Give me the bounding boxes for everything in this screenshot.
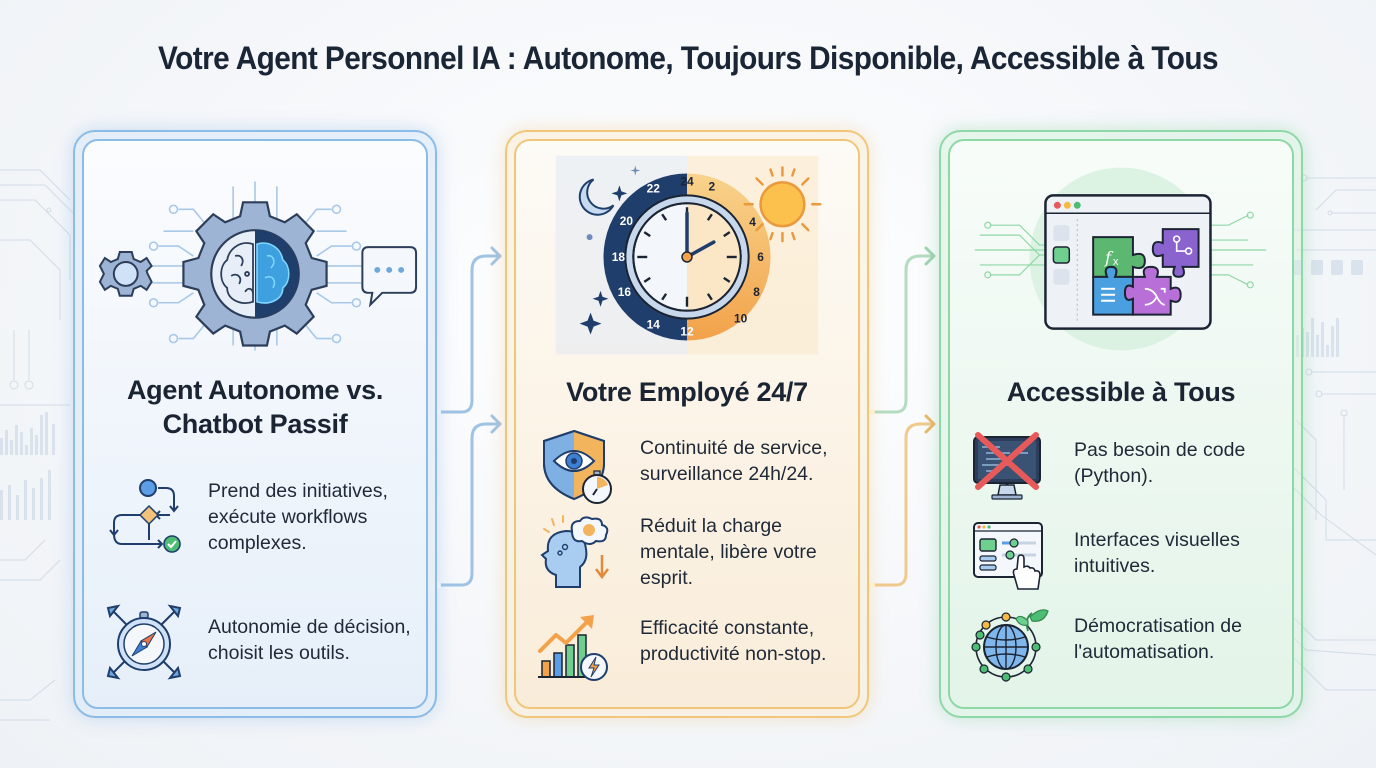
clock-label: 18 bbox=[612, 250, 626, 264]
gear-brain-icon bbox=[98, 181, 418, 351]
card-title-accessible: Accessible à Tous bbox=[950, 375, 1292, 409]
feature-text: Interfaces visuelles intuitives. bbox=[1074, 527, 1292, 579]
feature-text-line: exécute workflows bbox=[208, 506, 368, 528]
card-inner-autonomous-agent: Agent Autonome vs. Chatbot Passif Prend … bbox=[82, 139, 428, 709]
svg-text:x: x bbox=[1113, 256, 1119, 268]
clock-label: 16 bbox=[618, 285, 632, 299]
moon-icon bbox=[578, 178, 615, 216]
feature-initiatives: Prend des initiatives, exécute workflows… bbox=[104, 478, 424, 558]
puzzle-window-icon: f x bbox=[974, 167, 1267, 351]
card-title-line: Accessible à Tous bbox=[1006, 377, 1236, 407]
connector-arrows-blue-orange bbox=[435, 246, 502, 588]
clock-label: 2 bbox=[709, 179, 716, 193]
growth-chart-icon bbox=[538, 615, 608, 681]
feature-text: Continuité de service, surveillance 24h/… bbox=[640, 435, 858, 487]
clock-label: 8 bbox=[753, 285, 760, 299]
clock-label: 22 bbox=[647, 181, 661, 195]
feature-text-line: productivité non-stop. bbox=[640, 643, 827, 665]
visual-interface-icon bbox=[973, 522, 1043, 590]
clock-label: 10 bbox=[734, 312, 748, 326]
page-title: Votre Agent Personnel IA : Autonome, Tou… bbox=[158, 40, 1219, 76]
compass-arrows-icon bbox=[106, 604, 182, 680]
feature-text: Efficacité constante, productivité non-s… bbox=[640, 615, 858, 667]
clock-label: 20 bbox=[620, 214, 634, 228]
feature-text-line: Autonomie de décision, bbox=[208, 616, 411, 638]
card-inner-accessible: f x Accessible à Tous bbox=[948, 139, 1294, 709]
clock-label: 14 bbox=[647, 318, 661, 332]
card-inner-employee-247: 24 2 4 6 8 10 12 14 16 18 20 22 bbox=[514, 139, 860, 709]
feature-text-line: Démocratisation de bbox=[1074, 615, 1242, 637]
card-title-autonomous-agent: Agent Autonome vs. Chatbot Passif bbox=[84, 373, 426, 441]
svg-text:f: f bbox=[1104, 248, 1114, 267]
card-title-employee-247: Votre Employé 24/7 bbox=[516, 375, 858, 409]
feature-text-line: complexes. bbox=[208, 532, 307, 554]
feature-constant-efficiency: Efficacité constante, productivité non-s… bbox=[536, 607, 856, 687]
24h-clock-icon: 24 2 4 6 8 10 12 14 16 18 20 22 bbox=[555, 155, 822, 355]
feature-text-line: (Python). bbox=[1074, 465, 1154, 487]
feature-text: Démocratisation de l'automatisation. bbox=[1074, 613, 1292, 665]
card-title-line: Chatbot Passif bbox=[162, 409, 348, 439]
feature-text-line: Efficacité constante, bbox=[640, 617, 815, 639]
clock-label: 12 bbox=[680, 325, 694, 339]
feature-text-line: Prend des initiatives, bbox=[208, 480, 388, 502]
card-employee-247: 24 2 4 6 8 10 12 14 16 18 20 22 bbox=[505, 130, 869, 718]
feature-visual-interfaces: Interfaces visuelles intuitives. bbox=[970, 519, 1290, 599]
card-title-line: Agent Autonome vs. bbox=[126, 375, 384, 405]
feature-text-line: mentale, libère votre bbox=[640, 541, 817, 563]
shield-eye-stopwatch-icon bbox=[543, 429, 612, 504]
feature-decision-autonomy: Autonomie de décision, choisit les outil… bbox=[104, 602, 424, 682]
feature-text-line: Continuité de service, bbox=[640, 437, 828, 459]
card-autonomous-agent: Agent Autonome vs. Chatbot Passif Prend … bbox=[73, 130, 437, 718]
circuit-background-left bbox=[0, 169, 76, 721]
feature-text-line: choisit les outils. bbox=[208, 642, 350, 664]
head-thought-icon bbox=[540, 515, 609, 588]
feature-text: Autonomie de décision, choisit les outil… bbox=[208, 614, 426, 666]
feature-democratization: Démocratisation de l'automatisation. bbox=[970, 605, 1290, 685]
clock-label: 4 bbox=[749, 215, 756, 229]
feature-text-line: esprit. bbox=[640, 567, 694, 589]
feature-text: Prend des initiatives, exécute workflows… bbox=[208, 478, 426, 556]
feature-text-line: intuitives. bbox=[1074, 555, 1156, 577]
connector-arrows-orange-green bbox=[869, 246, 936, 588]
feature-text-line: Pas besoin de code bbox=[1074, 439, 1246, 461]
no-code-monitor-icon bbox=[973, 432, 1041, 500]
feature-mental-load: Réduit la charge mentale, libère votre e… bbox=[536, 513, 856, 593]
feature-text-line: l'automatisation. bbox=[1074, 641, 1215, 663]
globe-network-icon bbox=[971, 609, 1049, 682]
clock-label: 24 bbox=[680, 174, 694, 188]
feature-service-continuity: Continuité de service, surveillance 24h/… bbox=[536, 427, 856, 507]
workflow-icon bbox=[109, 479, 181, 553]
feature-text: Pas besoin de code (Python). bbox=[1074, 437, 1292, 489]
feature-no-code: Pas besoin de code (Python). bbox=[970, 429, 1290, 509]
feature-text-line: Interfaces visuelles bbox=[1074, 529, 1240, 551]
card-title-line: Votre Employé 24/7 bbox=[566, 377, 808, 407]
feature-text-line: surveillance 24h/24. bbox=[640, 463, 814, 485]
sun-icon bbox=[743, 166, 822, 243]
card-accessible: f x Accessible à Tous bbox=[939, 130, 1303, 718]
clock-label: 6 bbox=[757, 250, 764, 264]
feature-text: Réduit la charge mentale, libère votre e… bbox=[640, 513, 858, 591]
feature-text-line: Réduit la charge bbox=[640, 515, 783, 537]
